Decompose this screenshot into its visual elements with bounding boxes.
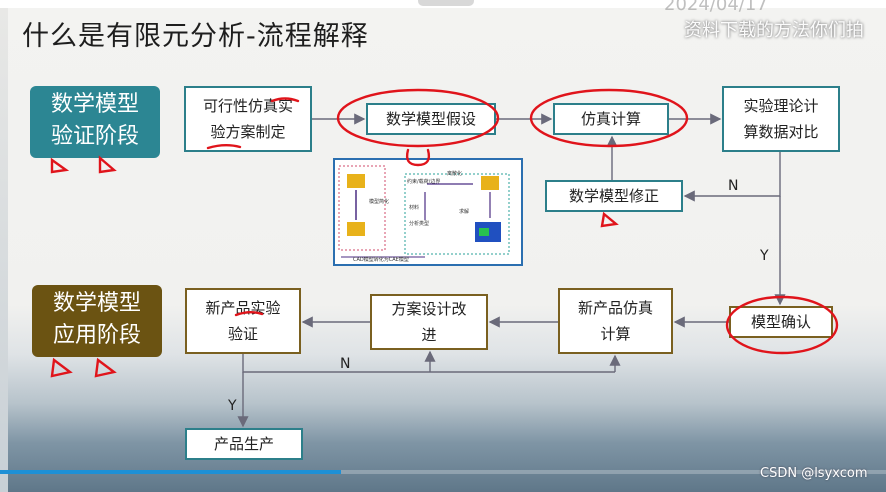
inset-left-group [338, 165, 386, 251]
box-confirm: 模型确认 [729, 306, 833, 338]
csdn-watermark: CSDN @lsyxcom [760, 466, 868, 481]
simplified-part-icon [347, 222, 365, 236]
box-production: 产品生产 [185, 428, 303, 460]
cad-to-cae-inset: 模型简化 约束/载荷/边界 离散化 材料 分析类型 求解 CAD模型转化为CAE… [333, 158, 523, 266]
red-underline-test-term [206, 144, 242, 150]
red-circle-simulation [529, 88, 689, 148]
red-check-a1 [50, 157, 70, 174]
line-new-test-no-loop [242, 354, 615, 373]
box-compare: 实验理论计 算数据对比 [722, 86, 840, 152]
watermark-tip: 资料下载的方法你们拍 [684, 20, 864, 41]
box-redesign: 方案设计改 进 [370, 294, 488, 350]
edge-label-no-redesign: N [340, 356, 351, 372]
red-circle-confirm [725, 295, 839, 355]
mesh-part-icon [481, 176, 499, 190]
watermark-date: 2024/04/17 [664, 0, 768, 15]
slide-left-edge [0, 8, 8, 492]
window-drag-handle[interactable] [418, 0, 474, 6]
red-check-a2 [98, 155, 117, 174]
inset-label-simplify: 模型简化 [369, 199, 390, 205]
video-progress-track[interactable] [0, 470, 886, 474]
stage-apply-badge: 数学模型 应用阶段 [32, 285, 162, 357]
red-check-b1 [50, 357, 73, 378]
result-hotspot-icon [479, 228, 489, 236]
box-revise: 数学模型修正 [545, 180, 683, 212]
box-assumption: 数学模型假设 [366, 103, 496, 135]
inset-right-group [404, 173, 510, 255]
edge-label-yes-confirm: Y [760, 248, 769, 264]
red-bracket-inset [405, 148, 431, 167]
inset-label-conversion: CAD模型转化为CAE模型 [353, 257, 409, 263]
edge-label-yes-production: Y [228, 398, 237, 414]
arrow-compare-to-revise [683, 152, 781, 202]
inset-label-mesh: 离散化 [447, 171, 463, 177]
box-feasibility: 可行性仿真实 验方案制定 [184, 86, 312, 152]
red-check-b2 [94, 357, 117, 378]
inset-label-solve: 求解 [459, 209, 470, 215]
inset-label-analysis: 分析类型 [409, 221, 430, 227]
red-underline-sim-term [270, 97, 300, 103]
box-new-sim: 新产品仿真 计算 [558, 288, 673, 354]
box-new-test: 新产品实验 验证 [185, 288, 301, 354]
inset-drawing [338, 165, 510, 258]
inset-label-bc: 约束/载荷/边界 [407, 179, 441, 185]
stage-verify-badge: 数学模型 验证阶段 [30, 86, 160, 158]
edge-label-no-revise: N [728, 178, 739, 194]
cad-part-icon [347, 174, 365, 188]
box-simulation: 仿真计算 [553, 103, 669, 135]
inset-label-material: 材料 [409, 205, 420, 211]
red-underline-experiment [234, 311, 264, 317]
video-progress-fill [0, 470, 342, 474]
red-circle-assumption [336, 88, 500, 148]
slide-title: 什么是有限元分析-流程解释 [22, 21, 369, 52]
red-check-revise [600, 211, 619, 228]
